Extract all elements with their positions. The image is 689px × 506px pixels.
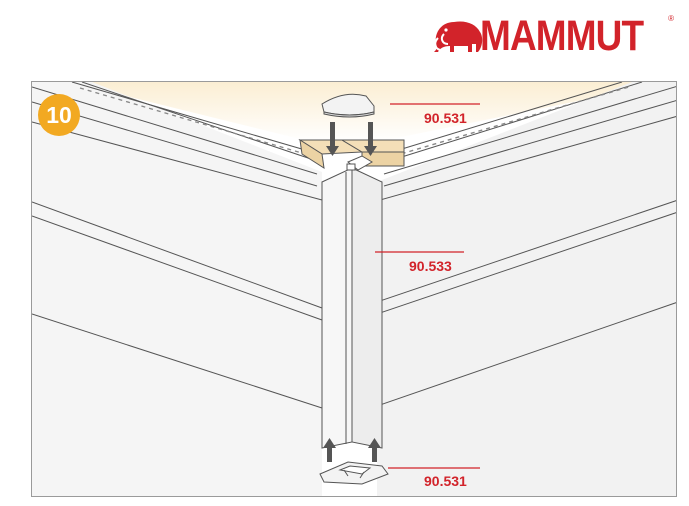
right-rail-slots	[393, 85, 633, 157]
trademark-mark: ®	[668, 14, 674, 23]
bottom-cap	[319, 461, 389, 485]
right-wall-panel	[377, 82, 676, 496]
assembly-illustration	[31, 81, 677, 497]
brand-logo: MAMMUT ®	[432, 12, 676, 60]
corner-post-part-number: 90.533	[409, 258, 452, 274]
right-wall-seams	[376, 200, 676, 407]
top-arrows	[326, 122, 377, 156]
corner-post-drawing	[32, 82, 676, 496]
mammoth-logo-icon	[434, 21, 483, 52]
brand-name: MAMMUT	[480, 12, 644, 60]
callout-lines	[375, 103, 480, 469]
bottom-arrows	[323, 438, 381, 462]
top-cap	[321, 93, 375, 118]
bottom-cap-part-number: 90.531	[424, 473, 467, 489]
right-top-rail	[379, 82, 676, 201]
step-number-badge: 10	[38, 94, 80, 136]
left-wall-seams	[32, 201, 323, 409]
left-wall-panel	[32, 82, 322, 496]
corner-post	[321, 155, 383, 449]
top-cap-part-number: 90.531	[424, 110, 467, 126]
left-rail-slots	[79, 87, 313, 157]
